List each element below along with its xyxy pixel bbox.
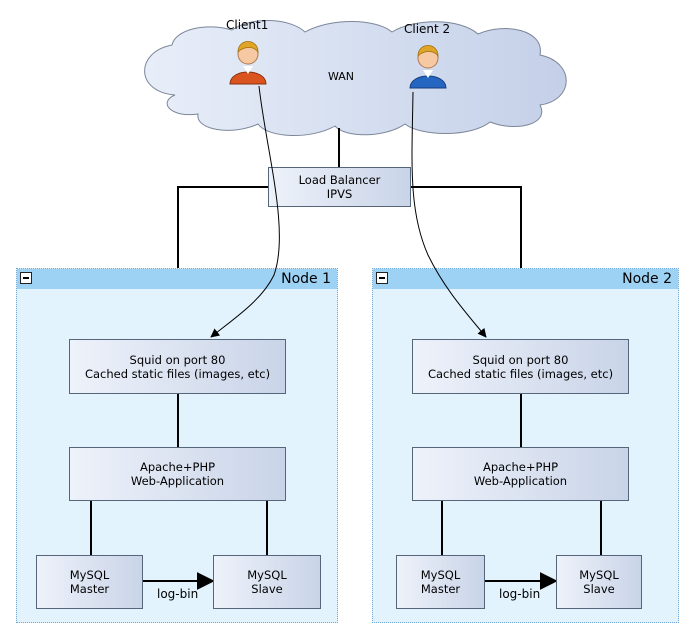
node2-squid-box: Squid on port 80 Cached static files (im…: [412, 339, 629, 394]
load-balancer-label: Load Balancer: [298, 173, 381, 187]
node2-mysql-slave-box: MySQL Slave: [556, 555, 642, 609]
client-2-label: Client 2: [404, 22, 451, 36]
wan-label: WAN: [328, 70, 355, 83]
node1-mysql-slave-box: MySQL Slave: [213, 555, 321, 609]
lb-to-node1-link: [177, 186, 268, 268]
client-1-person-icon: [229, 41, 267, 85]
node1-mysql-master-box: MySQL Master: [36, 555, 143, 609]
node1-squid-box: Squid on port 80 Cached static files (im…: [69, 339, 286, 394]
squid-sublabel: Cached static files (images, etc): [427, 366, 614, 381]
squid-sublabel: Cached static files (images, etc): [84, 366, 271, 381]
load-balancer-box: Load Balancer IPVS: [268, 167, 411, 207]
node-1-header: Node 1: [17, 269, 337, 289]
node2-replication-label: log-bin: [499, 587, 541, 601]
collapse-icon[interactable]: [20, 272, 32, 284]
mysql-slave-sublabel: Slave: [251, 582, 283, 596]
node1-apache-box: Apache+PHP Web-Application: [69, 447, 286, 501]
client-1-request-arrow: [210, 85, 280, 338]
apache-sublabel: Web-Application: [473, 474, 568, 488]
node1-replication-label: log-bin: [157, 587, 199, 601]
client-1-label: Client1: [226, 18, 269, 32]
mysql-slave-sublabel: Slave: [583, 582, 615, 596]
node-2-header: Node 2: [373, 269, 678, 289]
node-1-title: Node 1: [281, 271, 331, 287]
node-2-title: Node 2: [622, 271, 672, 287]
squid-label: Squid on port 80: [472, 352, 569, 367]
apache-label: Apache+PHP: [482, 460, 559, 474]
node2-mysql-master-box: MySQL Master: [396, 555, 485, 609]
apache-sublabel: Web-Application: [130, 474, 225, 488]
lb-to-node2-link: [411, 186, 522, 268]
client-2-request-arrow: [411, 91, 487, 338]
squid-label: Squid on port 80: [129, 352, 226, 367]
mysql-master-sublabel: Master: [69, 582, 110, 596]
client-2-person-icon: [409, 45, 447, 89]
apache-label: Apache+PHP: [139, 460, 216, 474]
node2-apache-box: Apache+PHP Web-Application: [412, 447, 629, 501]
mysql-master-label: MySQL: [420, 568, 461, 582]
collapse-icon[interactable]: [376, 272, 388, 284]
mysql-master-sublabel: Master: [420, 582, 461, 596]
mysql-master-label: MySQL: [69, 568, 110, 582]
load-balancer-sublabel: IPVS: [326, 187, 353, 201]
mysql-slave-label: MySQL: [247, 568, 287, 582]
mysql-slave-label: MySQL: [579, 568, 619, 582]
